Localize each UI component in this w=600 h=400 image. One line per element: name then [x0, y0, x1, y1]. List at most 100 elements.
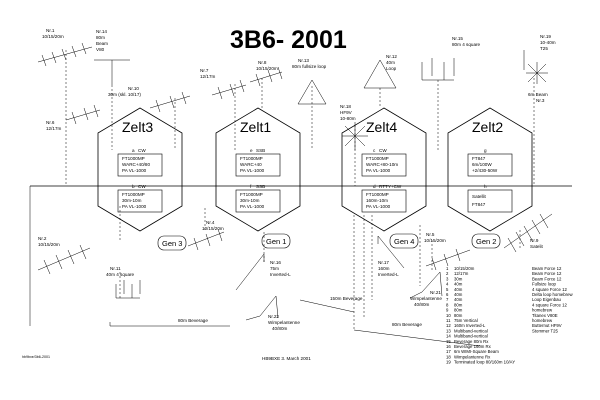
tent-outline — [215, 107, 301, 232]
diagram-title: 3B6- 2001 — [230, 26, 347, 54]
legend-number: 2 — [446, 271, 449, 276]
radio-line: 30m-10m — [122, 198, 142, 203]
element — [155, 99, 161, 113]
radio-line: PA VL-1000 — [122, 204, 147, 209]
yagi-antenna-nr10 — [149, 91, 191, 113]
legend-number: 4 — [446, 282, 449, 287]
radio-box-c — [361, 153, 407, 177]
tent-outline — [447, 107, 533, 232]
boom — [425, 249, 471, 267]
legend-type: homebrew — [532, 318, 553, 323]
element — [55, 254, 63, 270]
legend-number: 3 — [446, 276, 449, 281]
tent-outline — [341, 107, 427, 232]
boom — [37, 247, 91, 271]
legend-type: 4 square Force 12 — [532, 287, 567, 292]
station-band: CW — [138, 148, 146, 153]
satellite-antenna-nr9 — [503, 213, 553, 253]
element — [431, 257, 437, 271]
legend-number: 17 — [446, 349, 451, 354]
station-letter: h — [484, 184, 487, 189]
tent-name: Zelt1 — [240, 119, 271, 135]
legend-type: Beam Force 12 — [532, 271, 562, 276]
antenna-label: Nr.5 — [426, 232, 435, 237]
legend-number: 18 — [446, 354, 451, 359]
antenna-label: 10/15/20m — [256, 66, 278, 71]
legend-band: 10/15/20m — [454, 266, 475, 271]
antenna-label: 160m — [378, 266, 390, 271]
legend-type: Titanex V80E — [532, 313, 558, 318]
legend-band: 40m — [454, 287, 463, 292]
antenna-label: Satelit — [530, 244, 543, 249]
radio-line: FT847 — [472, 202, 486, 207]
station-letter: c — [373, 148, 376, 153]
radio-line: PA VL-1000 — [366, 168, 391, 173]
generator-label: Gen 4 — [394, 237, 414, 246]
antenna-label: Nr.22 — [268, 314, 279, 319]
antenna-label: Nr.4 — [206, 220, 215, 225]
radio-line: Satellit — [472, 194, 487, 199]
antenna-label: Nr.11 — [110, 266, 121, 271]
element — [93, 104, 99, 118]
station-letter: a — [132, 148, 135, 153]
generator-box — [389, 233, 419, 249]
legend-band: Multiband-vertical — [454, 334, 488, 339]
star-antenna-nr3 — [526, 62, 548, 84]
antenna-label: 40m — [386, 60, 395, 65]
antenna-label: 10/15/20m — [424, 238, 446, 243]
antenna-label: Wimpelantenne — [410, 296, 442, 301]
boom — [37, 46, 93, 63]
antenna-label: 80m — [96, 35, 105, 40]
legend-type: 4 square Force 12 — [532, 302, 567, 307]
boom — [249, 71, 283, 83]
radio-line: WARC+40 — [240, 162, 262, 167]
legend-band: 80m — [454, 313, 463, 318]
legend-number: 11 — [446, 318, 451, 323]
corner-mark: hb9bxe/3b6-2001 — [22, 355, 50, 359]
boom — [65, 109, 101, 121]
element — [83, 107, 89, 121]
legend-band: Beverage 160m Rx — [454, 344, 492, 349]
tent-name: Zelt4 — [366, 119, 397, 135]
antenna-label: 10/15/20m — [42, 34, 64, 39]
element — [71, 111, 77, 125]
element — [255, 73, 261, 87]
legend-band: 40m — [454, 282, 463, 287]
element — [71, 45, 77, 58]
radio-line: 30m-10m — [240, 198, 260, 203]
legend-band: 12/17m — [454, 271, 469, 276]
legend-band: Multiband-vertical — [454, 328, 488, 333]
yagi-antenna-nr1 — [37, 42, 93, 67]
antenna-label: Nr.2 — [38, 236, 47, 241]
element — [515, 231, 525, 247]
legend-band: 40m — [454, 297, 463, 302]
element — [193, 237, 199, 251]
radio-box-b — [117, 189, 163, 213]
element — [507, 237, 517, 253]
legend-type: Fullsize loop — [532, 282, 556, 287]
antenna-label: Nr.12 — [386, 54, 397, 59]
legend-type: Stommer T25 — [532, 328, 559, 333]
element — [267, 69, 273, 83]
antenna-label: Loop — [386, 66, 397, 71]
element — [531, 219, 541, 235]
tent-outline — [97, 107, 183, 232]
yagi-antenna-nr2 — [37, 244, 91, 275]
legend-band: 6m WIMI-Square Beam — [454, 349, 499, 354]
radio-line: FT847 — [472, 156, 486, 161]
tent-name: Zelt2 — [472, 119, 503, 135]
loop-antenna-nr12 — [363, 59, 397, 89]
legend-number: 14 — [446, 334, 451, 339]
element — [239, 79, 245, 93]
station-band: RTTY+CW — [379, 184, 402, 189]
antenna-label: 30m (skl. 10/17) — [108, 92, 141, 97]
legend-type: Delta loop homebrew — [532, 292, 574, 297]
yagi-antenna-nr8 — [249, 66, 283, 87]
element — [443, 253, 449, 267]
element — [169, 95, 175, 109]
station-band: CW — [138, 184, 146, 189]
boom — [149, 95, 191, 109]
legend-band: Wimpelantenne Rx — [454, 354, 491, 359]
legend-number: 1 — [446, 266, 449, 271]
